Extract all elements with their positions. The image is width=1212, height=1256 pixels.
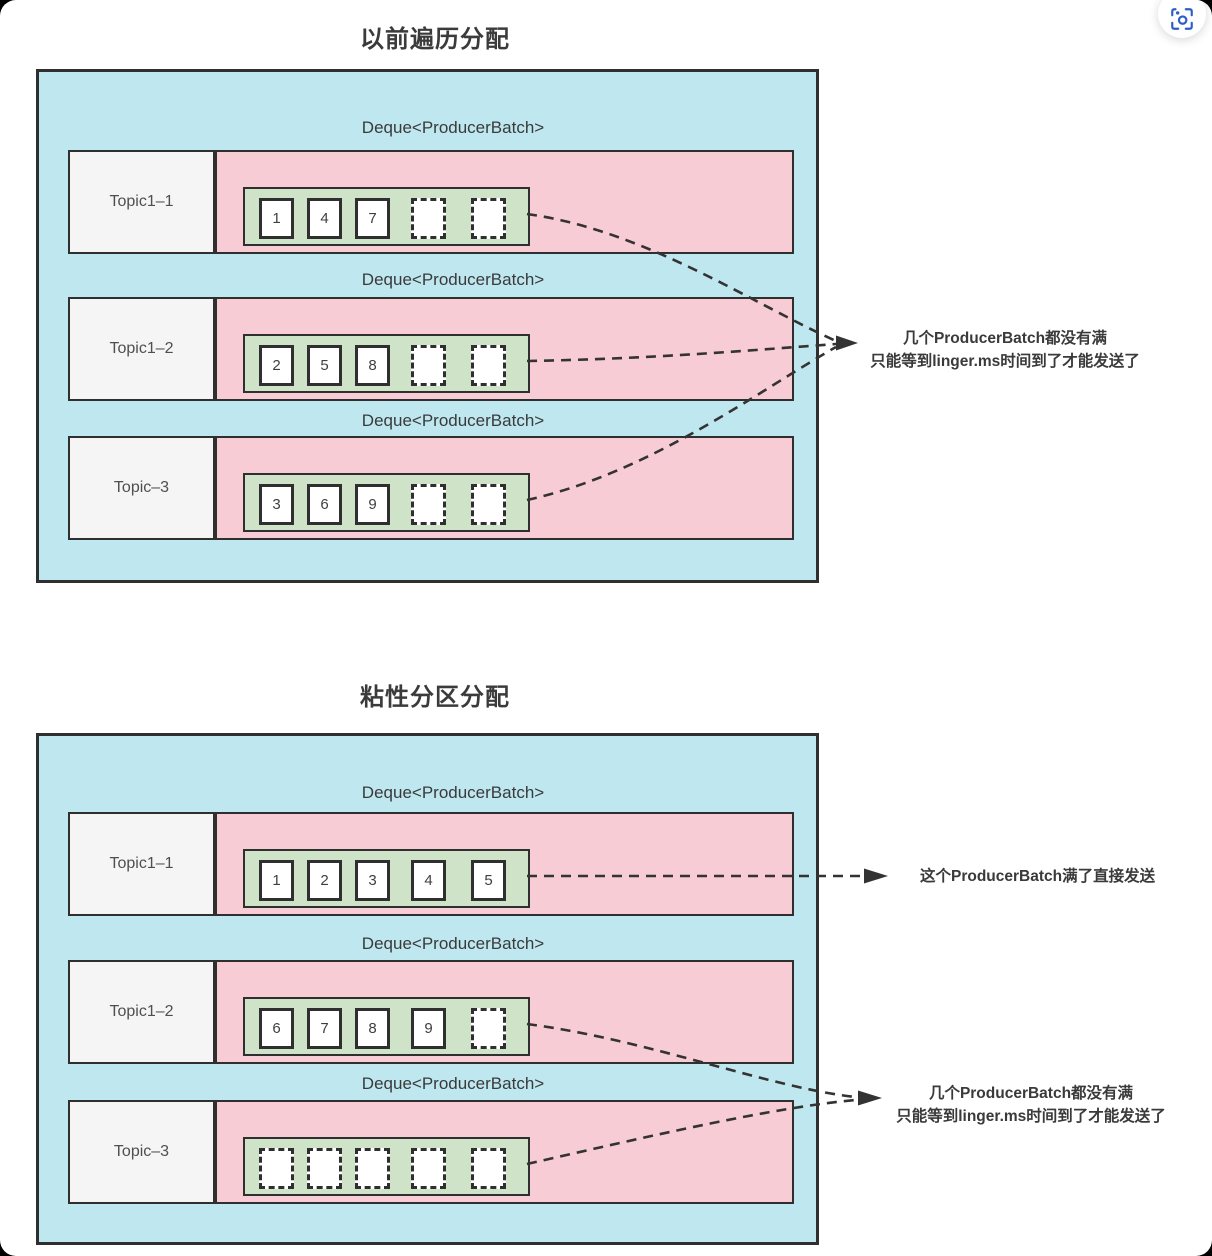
arrowhead [858,1090,882,1106]
batch-slot-filled: 8 [355,345,390,386]
batch-slot-empty [411,198,446,239]
topic-label: Topic1–1 [109,855,174,872]
annotation-not-full-bottom: 几个ProducerBatch都没有满 只能等到linger.ms时间到了才能发… [886,1082,1176,1128]
batch-slot-filled: 7 [355,198,390,239]
batch-slot-empty [471,1148,506,1189]
screenshot-scan-icon [1171,7,1193,30]
deque-label: Deque<ProducerBatch> [361,118,545,137]
batch-slot-filled: 3 [355,860,390,901]
screenshot-button[interactable] [1158,0,1206,38]
batch-slot-filled: 4 [307,198,342,239]
section-title-legacy: 以前遍历分配 [360,26,510,53]
producer-batch [243,1137,530,1196]
deque-label: Deque<ProducerBatch> [361,783,545,802]
annotation-full-send: 这个ProducerBatch满了直接发送 [920,868,1156,885]
batch-slot-empty [307,1148,342,1189]
batch-slot-empty [471,1008,506,1049]
batch-slot-filled: 2 [307,860,342,901]
batch-slot-empty [411,484,446,525]
annotation-line: 只能等到linger.ms时间到了才能发送了 [870,353,1140,370]
batch-slot-filled: 9 [355,484,390,525]
deque-box: 2 5 8 [215,297,794,401]
topic-box-topic1-2: Topic1–2 [68,297,215,401]
annotation-line: 只能等到linger.ms时间到了才能发送了 [896,1108,1166,1125]
topic-label: Topic–3 [113,479,170,496]
deque-label: Deque<ProducerBatch> [361,270,545,289]
topic-box-topic1-2: Topic1–2 [68,960,215,1064]
producer-batch: 1 2 3 4 5 [243,849,530,908]
batch-slot-filled: 9 [411,1008,446,1049]
batch-slot-empty [471,198,506,239]
topic-label: Topic1–2 [109,340,174,357]
producer-batch: 1 4 7 [243,187,530,246]
topic-box-topic-3: Topic–3 [68,436,215,540]
batch-slot-filled: 1 [259,860,294,901]
deque-label: Deque<ProducerBatch> [361,1074,545,1093]
topic-box-topic1-1: Topic1–1 [68,812,215,916]
deque-box: 6 7 8 9 [215,960,794,1064]
annotation-line: 几个ProducerBatch都没有满 [902,330,1108,347]
deque-label: Deque<ProducerBatch> [361,411,545,430]
topic-box-topic1-1: Topic1–1 [68,150,215,254]
deque-box: 1 4 7 [215,150,794,254]
batch-slot-empty [259,1148,294,1189]
batch-slot-empty [411,1148,446,1189]
batch-slot-filled: 5 [471,860,506,901]
producer-batch: 3 6 9 [243,473,530,532]
producer-batch: 2 5 8 [243,334,530,393]
topic-label: Topic–3 [113,1143,170,1160]
topic-label: Topic1–2 [109,1003,174,1020]
deque-box [215,1100,794,1204]
batch-slot-empty [471,484,506,525]
batch-slot-filled: 2 [259,345,294,386]
section-title-sticky: 粘性分区分配 [360,684,510,711]
batch-slot-filled: 7 [307,1008,342,1049]
deque-label: Deque<ProducerBatch> [361,934,545,953]
batch-slot-empty [355,1148,390,1189]
batch-slot-filled: 3 [259,484,294,525]
batch-slot-filled: 1 [259,198,294,239]
annotation-not-full-top: 几个ProducerBatch都没有满 只能等到linger.ms时间到了才能发… [860,327,1150,373]
batch-slot-empty [471,345,506,386]
sticky-allocation-container: Deque<ProducerBatch> Topic1–1 1 2 3 4 5 … [36,733,819,1245]
batch-slot-filled: 8 [355,1008,390,1049]
deque-box: 1 2 3 4 5 [215,812,794,916]
topic-box-topic-3: Topic–3 [68,1100,215,1204]
batch-slot-filled: 4 [411,860,446,901]
arrowhead [864,868,888,884]
arrowhead [836,335,858,351]
legacy-allocation-container: Deque<ProducerBatch> Topic1–1 1 4 7 Dequ… [36,69,819,583]
batch-slot-filled: 5 [307,345,342,386]
producer-batch: 6 7 8 9 [243,997,530,1056]
batch-slot-empty [411,345,446,386]
deque-box: 3 6 9 [215,436,794,540]
batch-slot-filled: 6 [307,484,342,525]
topic-label: Topic1–1 [109,193,174,210]
batch-slot-filled: 6 [259,1008,294,1049]
annotation-line: 几个ProducerBatch都没有满 [928,1085,1134,1102]
